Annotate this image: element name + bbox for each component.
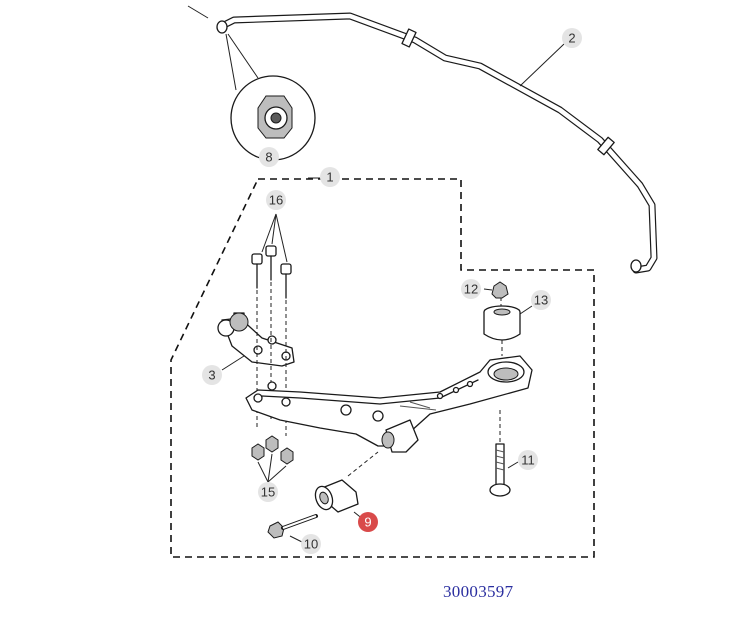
svg-text:9: 9 <box>364 515 371 530</box>
callout-3: 3 <box>202 365 222 385</box>
nut-detail <box>225 33 316 161</box>
svg-text:11: 11 <box>521 453 535 468</box>
anti-roll-bar <box>187 5 658 274</box>
svg-text:15: 15 <box>261 485 275 500</box>
svg-text:16: 16 <box>269 193 283 208</box>
leader-3 <box>221 355 245 371</box>
assembly-boundary <box>170 178 595 558</box>
bolt-11 <box>489 410 519 497</box>
svg-text:1: 1 <box>326 170 333 185</box>
callout-12: 12 <box>461 279 481 299</box>
svg-text:13: 13 <box>534 293 548 308</box>
bush-13 <box>483 305 533 356</box>
callout-11: 11 <box>518 450 538 470</box>
ball-joint <box>217 312 295 367</box>
callout-16: 16 <box>266 190 286 210</box>
callout-10: 10 <box>301 534 321 554</box>
svg-text:8: 8 <box>265 150 272 165</box>
nut-12 <box>483 281 509 306</box>
diagram-reference-number: 30003597 <box>443 582 514 601</box>
nuts-15 <box>251 435 294 483</box>
callout-13: 13 <box>531 290 551 310</box>
lower-control-arm <box>245 355 533 453</box>
callout-15: 15 <box>258 482 278 502</box>
svg-text:10: 10 <box>304 537 318 552</box>
svg-text:2: 2 <box>568 31 575 46</box>
svg-text:3: 3 <box>208 368 215 383</box>
callout-9: 9 <box>358 512 378 532</box>
bolt-10 <box>267 514 318 543</box>
callout-2: 2 <box>562 28 582 48</box>
svg-text:12: 12 <box>464 282 478 297</box>
callout-1: 1 <box>320 167 340 187</box>
callout-8: 8 <box>259 147 279 167</box>
bush-9 <box>314 451 379 521</box>
leader-2 <box>519 43 565 87</box>
